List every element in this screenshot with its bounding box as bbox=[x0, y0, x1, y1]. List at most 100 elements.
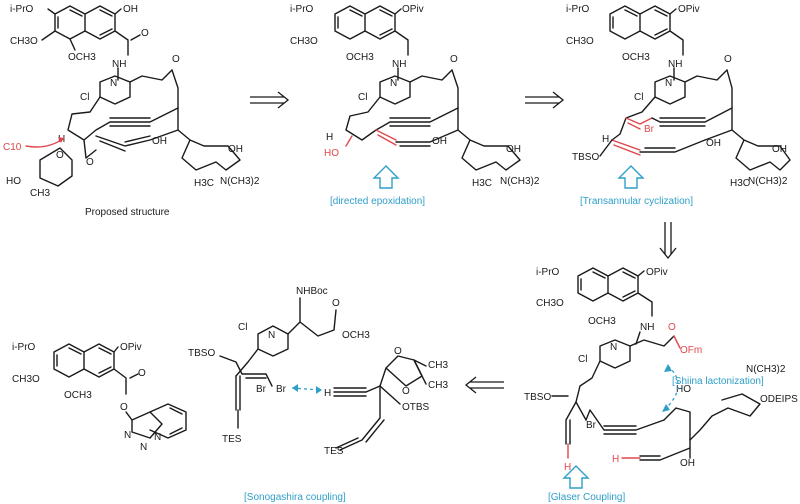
ch3o-label: CH3O bbox=[10, 36, 38, 47]
cl-label: Cl bbox=[634, 92, 643, 103]
tbso-label: TBSO bbox=[524, 392, 551, 403]
glaser-coupling-label: [Glaser Coupling] bbox=[548, 492, 625, 503]
och3-label: OCH3 bbox=[588, 316, 616, 327]
dioxolane-o2-label: O bbox=[402, 386, 410, 397]
br2-label: Br bbox=[276, 384, 287, 395]
pyridine-n-label: N bbox=[665, 78, 672, 89]
ho-label: HO bbox=[676, 384, 691, 395]
opiv-label: OPiv bbox=[402, 4, 424, 15]
br-red-label: Br bbox=[644, 124, 655, 135]
activated-ester-fragment: i-PrO OPiv CH3O OCH3 O O N N N bbox=[12, 342, 187, 453]
h-label: H bbox=[326, 132, 333, 143]
ipro-label: i-PrO bbox=[10, 4, 34, 15]
ch3o-label: CH3O bbox=[12, 374, 40, 385]
ester-o-label: O bbox=[450, 54, 458, 65]
shiina-dashed-arrow bbox=[663, 365, 679, 411]
nme2-label: N(CH3)2 bbox=[220, 176, 260, 187]
pyridine-n-label: N bbox=[390, 78, 397, 89]
nme2-label: N(CH3)2 bbox=[746, 364, 786, 375]
h3c-label: H3C bbox=[472, 178, 492, 189]
opiv-label: OPiv bbox=[120, 342, 142, 353]
nh-label: NH bbox=[668, 59, 682, 70]
oh-label: OH bbox=[680, 458, 695, 469]
proposed-structure-caption: Proposed structure bbox=[85, 207, 170, 218]
och3-label: OCH3 bbox=[68, 52, 96, 63]
tbso-label: TBSO bbox=[188, 348, 215, 359]
och3-ester-label: OCH3 bbox=[342, 330, 370, 341]
oh-sugar-label: OH bbox=[772, 144, 787, 155]
ipro-label: i-PrO bbox=[536, 267, 560, 278]
retro-arrow-1 bbox=[250, 91, 290, 109]
odeips-label: ODEIPS bbox=[760, 394, 798, 405]
sonogashira-dashed-arrow bbox=[291, 387, 321, 391]
oh-label: OH bbox=[123, 4, 138, 15]
seco-acid-precursor: i-PrO OPiv CH3O OCH3 NH N Cl O OFm TBSO … bbox=[524, 267, 798, 503]
directed-epoxidation-label: [directed epoxidation] bbox=[330, 196, 425, 207]
retro-arrow-left bbox=[464, 376, 504, 394]
ho-label: HO bbox=[6, 176, 21, 187]
oh-core-label: OH bbox=[432, 136, 447, 147]
och3-label: OCH3 bbox=[346, 52, 374, 63]
cl-label: Cl bbox=[578, 354, 587, 365]
o-link-label: O bbox=[120, 402, 128, 413]
nh-label: NH bbox=[640, 322, 654, 333]
sonogashira-coupling-label: [Sonogashira coupling] bbox=[244, 492, 346, 503]
shiina-lactonization-label: [Shiina lactonization] bbox=[672, 376, 764, 387]
ipro-label: i-PrO bbox=[290, 4, 314, 15]
proposed-structure: i-PrO OH CH3O OCH3 O NH N Cl O O H C10 bbox=[3, 4, 260, 218]
h-label: H bbox=[602, 134, 609, 145]
epoxide-o-label: O bbox=[86, 157, 94, 168]
oh-core-label: OH bbox=[706, 138, 721, 149]
cl-label: Cl bbox=[358, 92, 367, 103]
cl-label: Cl bbox=[80, 92, 89, 103]
ester-o-label: O bbox=[172, 54, 180, 65]
epoxidation-arrow bbox=[372, 165, 400, 189]
alkyne-fragment: H O O CH3 CH3 OTBS TES bbox=[324, 346, 448, 457]
och3-label: OCH3 bbox=[64, 390, 92, 401]
o-carbonyl-label: O bbox=[138, 368, 146, 379]
ch3-a-label: CH3 bbox=[428, 360, 448, 371]
br-label: Br bbox=[586, 420, 597, 431]
dioxolane-o1-label: O bbox=[394, 346, 402, 357]
n1-label: N bbox=[124, 430, 131, 441]
opiv-label: OPiv bbox=[678, 4, 700, 15]
ho-red-label: HO bbox=[324, 148, 339, 159]
oh-sugar-label: OH bbox=[506, 144, 521, 155]
och3-label: OCH3 bbox=[622, 52, 650, 63]
nme2-label: N(CH3)2 bbox=[748, 176, 788, 187]
h-red-label: H bbox=[564, 462, 571, 473]
nme2-label: N(CH3)2 bbox=[500, 176, 540, 187]
h3c-label: H3C bbox=[194, 178, 214, 189]
cyclization-precursor: i-PrO OPiv CH3O OCH3 NH N Cl O Br H TBSO… bbox=[566, 4, 791, 207]
h-red-2-label: H bbox=[612, 454, 619, 465]
tes-label: TES bbox=[222, 434, 242, 445]
br1-label: Br bbox=[256, 384, 267, 395]
ester-o-label: O bbox=[724, 54, 732, 65]
pyridine-n-label: N bbox=[610, 342, 617, 353]
tes-label-2: TES bbox=[324, 446, 344, 457]
ch3-label: CH3 bbox=[30, 188, 50, 199]
ch3-b-label: CH3 bbox=[428, 380, 448, 391]
oh-sugar-label: OH bbox=[228, 144, 243, 155]
glaser-arrow bbox=[562, 465, 590, 489]
nh-label: NH bbox=[112, 59, 126, 70]
o-red-label: O bbox=[668, 322, 676, 333]
ipro-label: i-PrO bbox=[12, 342, 36, 353]
h3c-label: H3C bbox=[730, 178, 750, 189]
c10-label: C10 bbox=[3, 142, 22, 153]
h-alkyne-label: H bbox=[324, 388, 331, 399]
retro-arrow-down bbox=[659, 222, 677, 260]
dibromoolefin-fragment: N Cl NHBoc O OCH3 TBSO TES Br Br bbox=[188, 286, 370, 445]
opiv-label: OPiv bbox=[646, 267, 668, 278]
otbs-label: OTBS bbox=[402, 402, 430, 413]
ch3o-label: CH3O bbox=[566, 36, 594, 47]
nhboc-label: NHBoc bbox=[296, 286, 328, 297]
retro-arrow-2 bbox=[525, 91, 565, 109]
transannular-cyclization-label: [Transannular cyclization] bbox=[580, 196, 693, 207]
epoxidation-precursor: i-PrO OPiv CH3O OCH3 NH N Cl O H HO OH O… bbox=[290, 4, 540, 207]
cl-label: Cl bbox=[238, 322, 247, 333]
ipro-label: i-PrO bbox=[566, 4, 590, 15]
nh-label: NH bbox=[392, 59, 406, 70]
ofm-label: OFm bbox=[680, 345, 702, 356]
